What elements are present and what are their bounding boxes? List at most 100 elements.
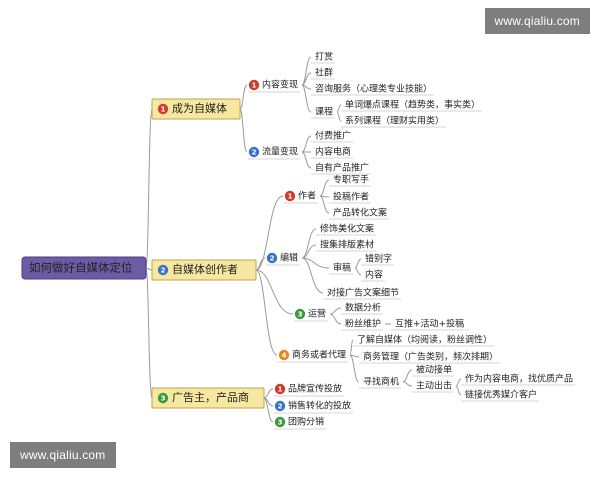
- connector-line: [301, 257, 330, 269]
- connector-line: [263, 388, 274, 399]
- sub-node: 运营: [308, 308, 326, 320]
- sub-badge-number: 1: [252, 82, 257, 90]
- branch-node: [151, 259, 257, 281]
- leaf-node: 课程: [315, 107, 333, 118]
- leaf-node: 对接广告文案细节: [327, 287, 399, 299]
- connector-line: [301, 228, 317, 259]
- branch-node: [151, 387, 265, 409]
- connector-line: [239, 84, 248, 110]
- leaf-node: 主动出击: [416, 380, 452, 392]
- branch-node: [151, 98, 241, 120]
- connector-line: [319, 179, 330, 197]
- branch-badge: [157, 103, 169, 115]
- branch-badge-number: 3: [161, 395, 166, 403]
- leaf-node: 寻找商机: [363, 376, 399, 388]
- branch-label: 自媒体创作者: [172, 262, 238, 276]
- connector-line: [145, 108, 153, 269]
- leaf-node: 粉丝维护: [345, 318, 381, 330]
- sub-badge-number: 3: [298, 311, 303, 319]
- connector-line: [145, 267, 153, 271]
- leaf-node: 审稿: [333, 262, 351, 274]
- leaf-node: 搜集排版素材: [320, 239, 374, 251]
- leaf-node: 投稿作者: [333, 191, 369, 203]
- leaf-node: 产品转化文案: [333, 207, 387, 219]
- sub-badge: [248, 146, 260, 158]
- sub-badge: [274, 416, 286, 428]
- sub-badge-number: 1: [278, 386, 283, 394]
- leaf-node: 社群: [315, 67, 333, 79]
- connector-line: [402, 369, 413, 383]
- sub-node: 内容变现: [262, 79, 298, 91]
- sub-badge: [278, 349, 290, 361]
- sub-badge: [266, 252, 278, 264]
- connector-line: [301, 257, 324, 294]
- connector-line: [354, 258, 362, 269]
- sub-badge: [274, 383, 286, 395]
- sub-badge-number: 4: [282, 352, 287, 360]
- branch-badge: [157, 392, 169, 404]
- sub-node: 编辑: [280, 252, 298, 264]
- leaf-node: 咨询服务（心理类专业技能）: [315, 83, 432, 95]
- sub-node: 销售转化的投放: [288, 400, 351, 412]
- connector-line: [145, 267, 153, 399]
- sub-badge: [284, 190, 296, 202]
- connector-line: [263, 397, 274, 423]
- branch-badge-number: 2: [161, 267, 166, 275]
- connector-line: [301, 84, 312, 113]
- connector-line: [255, 257, 266, 271]
- watermark-top: www.qialiu.com: [484, 8, 590, 34]
- sub-badge-number: 2: [278, 403, 283, 411]
- connector-lines: [145, 56, 575, 430]
- sub-node: 商务或者代理: [292, 349, 346, 361]
- branch-label: 广告主，产品商: [172, 390, 249, 404]
- connector-line: [255, 195, 284, 271]
- sub-badge: [274, 400, 286, 412]
- sub-badge-number: 2: [252, 149, 257, 157]
- watermark-bottom: www.qialiu.com: [10, 442, 116, 468]
- sub-badge-number: 1: [288, 193, 293, 201]
- sub-badge-number: 2: [270, 255, 275, 263]
- leaf-node: 单词爆点课程（趋势类，事实类）: [345, 99, 480, 111]
- leaf-node: 付费推广: [315, 130, 351, 142]
- connector-line: [336, 111, 342, 122]
- leaf-node: 自有产品推广: [315, 162, 369, 174]
- sub-badge: [294, 308, 306, 320]
- leaf-node: 被动接单: [416, 364, 452, 376]
- sub-node: 品牌宣传投放: [288, 383, 342, 395]
- connector-line: [301, 151, 312, 169]
- leaf-node: 作为内容电商，找优质产品: [465, 373, 573, 385]
- sub-node: 团购分销: [288, 416, 324, 428]
- root-label: 如何做好自媒体定位: [29, 261, 133, 275]
- connector-line: [329, 307, 342, 315]
- branch-badge-number: 1: [161, 106, 166, 114]
- leaf-node: 链接优秀媒介客户: [465, 389, 537, 401]
- connector-line: [349, 339, 354, 356]
- branch-badge: [157, 264, 169, 276]
- sub-node: 流量变现: [262, 146, 298, 158]
- connector-line: [301, 135, 312, 153]
- leaf-node: 内容电商: [315, 146, 351, 158]
- connector-line: [402, 381, 413, 387]
- connector-line: [255, 269, 294, 315]
- branch-label: 成为自媒体: [172, 101, 227, 115]
- sub-node: 作者: [298, 190, 316, 202]
- connector-line: [319, 195, 330, 214]
- leaf-node: 错别字: [365, 253, 392, 265]
- root-node: [21, 256, 147, 280]
- connector-line: [354, 267, 362, 276]
- connector-line: [349, 354, 360, 383]
- connector-line: [336, 104, 342, 113]
- leaf-node: 商务管理（广告类别，频次排期）: [363, 351, 498, 363]
- connector-line: [329, 313, 342, 325]
- leaf-node: 系列课程（理财实用类）: [345, 115, 444, 127]
- leaf-node: 打赏: [315, 51, 333, 63]
- leaf-node: 互推+活动+投稿: [395, 318, 464, 330]
- leaf-node: 内容: [365, 269, 383, 281]
- leaf-node: 了解自媒体（均阅读，粉丝调性）: [357, 334, 492, 346]
- connector-line: [455, 385, 462, 396]
- connector-line: [239, 108, 248, 153]
- sub-badge-number: 3: [278, 419, 283, 427]
- connector-line: [255, 269, 278, 356]
- connector-line: [455, 378, 462, 387]
